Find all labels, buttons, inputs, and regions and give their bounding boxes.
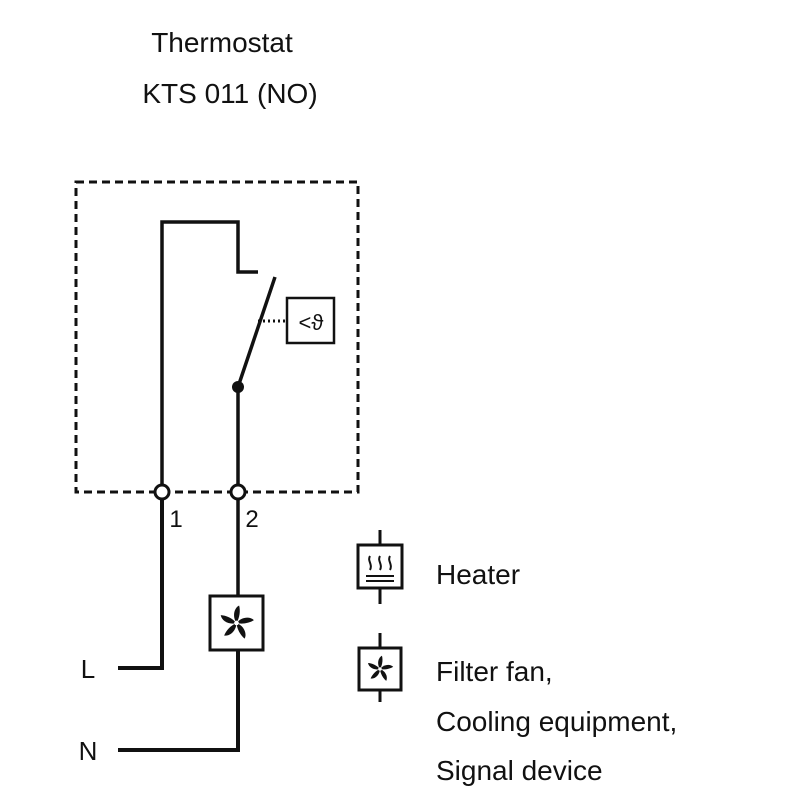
legend-fan-label-line1: Filter fan, [436,656,553,687]
legend-fan-label-line3: Signal device [436,755,603,786]
thermostat-housing [74,180,360,494]
terminal-1 [153,483,171,501]
heater-icon [356,530,404,604]
wire-line-l [118,492,164,670]
terminal-1-label: 1 [169,506,182,533]
temperature-sensor: <ϑ [285,296,336,345]
switch-contact-blade [236,276,277,388]
supply-neutral-label: N [79,736,98,766]
wire-neutral-n [118,650,240,752]
legend-fan-icon [357,633,403,702]
legend-fan-label-line2: Cooling equipment, [436,706,677,737]
terminal-2 [229,483,247,501]
temperature-sensor-symbol: <ϑ [299,310,324,335]
internal-wire-terminal-1 [160,220,258,492]
diagram-title-line1: Thermostat [151,27,293,58]
diagram-title-line2: KTS 011 (NO) [142,78,317,109]
terminal-2-label: 2 [245,506,258,533]
supply-line-label: L [81,654,95,684]
fan-icon [208,594,265,652]
legend-heater-label: Heater [436,559,520,590]
